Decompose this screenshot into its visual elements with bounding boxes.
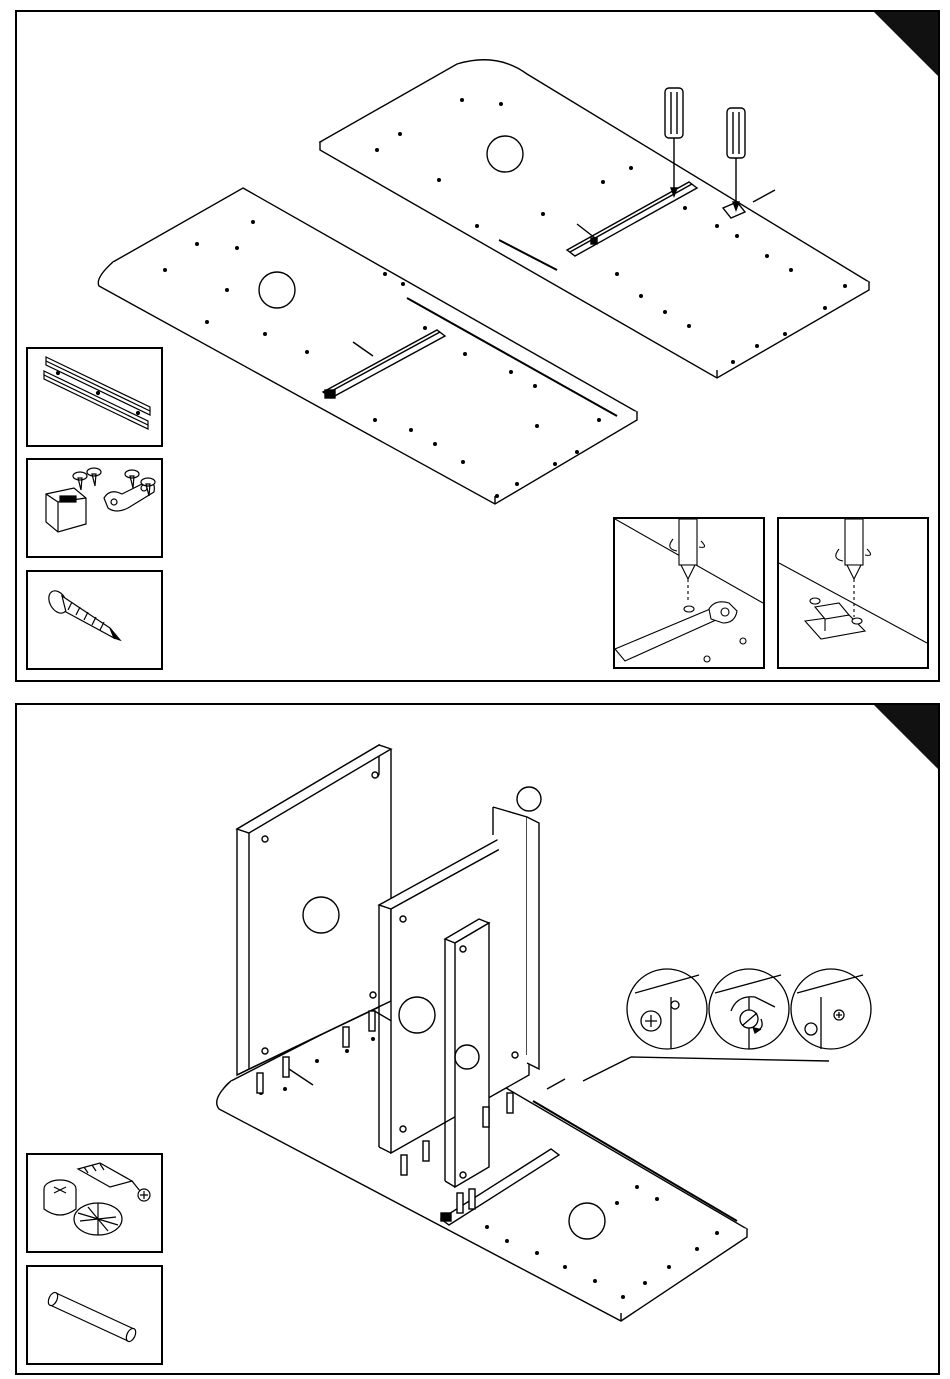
cam-lock-turn-sequence-detail [625, 967, 875, 1053]
cam-lock-step-locked [791, 969, 871, 1049]
screw-part-box [26, 570, 163, 670]
wood-screw-icon [73, 472, 87, 490]
cam-lock-step-turn [709, 969, 789, 1049]
dowel-part-box [26, 1265, 163, 1365]
wood-screw-icon [87, 468, 101, 486]
cabinet-catch-with-screws-icon [28, 460, 161, 556]
drive-screw-into-catch-detail [779, 519, 927, 667]
drawer-slide-icon [28, 349, 161, 445]
step-2-panel [15, 703, 940, 1375]
wood-screw-icon [28, 572, 161, 668]
step-1-panel [15, 10, 940, 682]
drawer-slide-part-box [26, 347, 163, 447]
wood-screw-icon [125, 470, 139, 488]
part-label-circle [517, 787, 541, 811]
cam-lock-step-insert [627, 969, 707, 1049]
screwdriver-icon [727, 108, 745, 210]
catch-part-box [26, 458, 163, 558]
wooden-dowel-icon [28, 1267, 161, 1363]
drive-screw-into-slide-detail [615, 519, 763, 667]
catch-screw-detail-box [777, 517, 929, 669]
cam-lock-part-box [26, 1153, 163, 1253]
slide-screw-detail-box [613, 517, 765, 669]
cam-lock-fitting-icon [28, 1155, 161, 1251]
